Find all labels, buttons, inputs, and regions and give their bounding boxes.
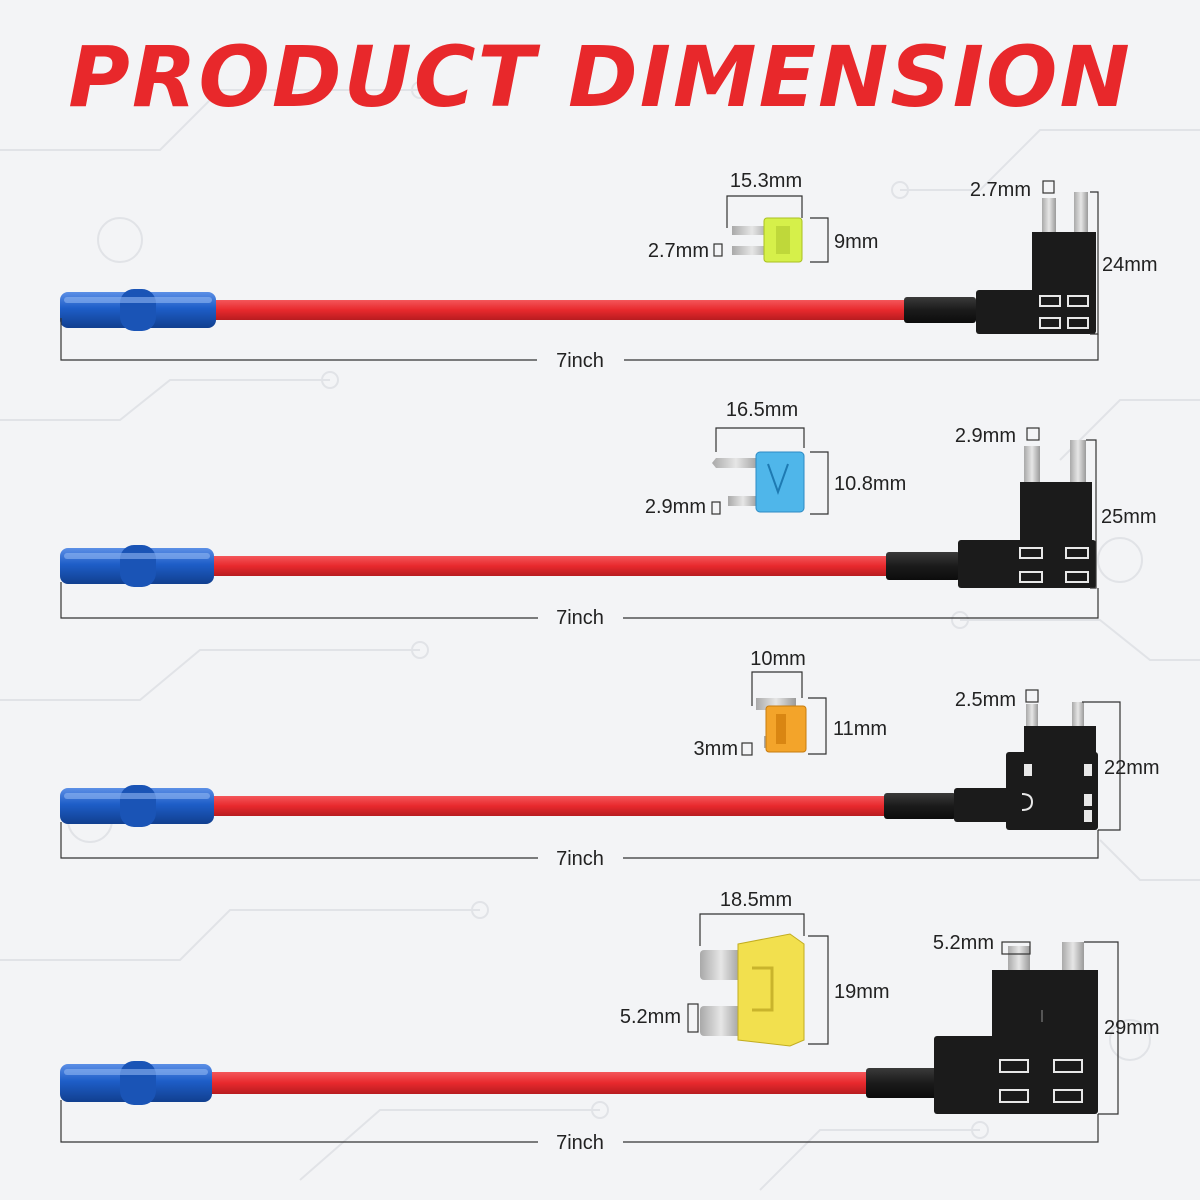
fuse-micro3 [756,698,807,753]
red-wire [212,556,890,576]
blue-butt-terminal [60,289,216,331]
holder-blade-marker [1001,941,1031,955]
fuse-height-label: 10.8mm [834,473,906,495]
holder-blade-label: 2.7mm [970,179,1031,201]
cable-assembly [60,785,956,827]
fuse-width-bracket [715,427,805,452]
holder-blade-marker [1042,180,1055,194]
length-bracket-right [624,334,1099,361]
fuse-height-bracket [810,451,829,515]
fuse-blade-label: 3mm [694,738,738,760]
fuse-blade-label: 5.2mm [620,1006,681,1028]
holder-blade-marker [1026,427,1040,441]
red-wire [214,300,908,320]
holder-height-bracket [1086,439,1097,589]
fuse-holder [934,942,1098,1114]
fuse-height-bracket [808,935,829,1045]
length-bracket [60,1100,538,1143]
row-mini: 16.5mm 10.8mm 2.9mm 2.9mm 25mm 7inch [60,399,1157,629]
holder-height-bracket [1084,941,1119,1115]
fuse-holder [976,192,1096,334]
fuse-width-bracket [726,195,803,228]
heat-shrink [904,297,976,323]
holder-height-bracket [1090,191,1099,335]
length-label: 7inch [556,848,604,870]
fuse-blade-label: 2.7mm [648,240,709,262]
fuse-height-bracket [808,697,827,755]
fuse-width-bracket [699,913,805,946]
length-bracket [60,318,537,361]
holder-blade-label: 5.2mm [933,932,994,954]
fuse-micro2 [732,217,803,263]
length-bracket [60,582,538,619]
blue-butt-terminal [60,785,214,827]
cable-assembly [60,1061,942,1105]
holder-height-label: 25mm [1101,506,1157,528]
cable-assembly [60,289,976,331]
holder-height-bracket [1082,701,1121,831]
red-wire [210,1072,870,1094]
length-label: 7inch [556,350,604,372]
fuse-blade-marker [687,1003,699,1033]
length-bracket [60,822,538,859]
fuse-blade-marker [713,243,723,257]
red-wire [212,796,886,816]
page-title: PRODUCT DIMENSION [68,28,1132,126]
fuse-width-label: 10mm [750,648,806,670]
fuse-width-label: 18.5mm [720,889,792,911]
fuse-mini [712,451,805,513]
blue-butt-terminal [60,545,214,587]
heat-shrink [884,793,956,819]
row-micro2: 15.3mm 9mm 2.7mm 2.7mm 24mm 7inch [60,170,1158,372]
length-bracket-right [623,830,1099,859]
holder-height-label: 22mm [1104,757,1160,779]
holder-blade-label: 2.9mm [955,425,1016,447]
fuse-standard [700,933,805,1047]
cable-assembly [60,545,960,587]
row-micro3: 10mm 11mm 3mm 2.5mm 22mm 7inch [60,648,1160,870]
fuse-blade-marker [741,742,753,756]
length-label: 7inch [556,1132,604,1154]
fuse-height-label: 9mm [834,231,878,253]
fuse-height-bracket [810,217,829,263]
holder-blade-marker [1025,689,1039,703]
heat-shrink [866,1068,942,1098]
heat-shrink [886,552,960,580]
blue-butt-terminal [60,1061,212,1105]
fuse-holder [958,440,1096,588]
holder-blade-label: 2.5mm [955,689,1016,711]
fuse-width-label: 15.3mm [730,170,802,192]
holder-height-label: 24mm [1102,254,1158,276]
length-bracket-right [623,588,1099,619]
fuse-blade-marker [711,501,721,515]
fuse-holder [954,702,1098,830]
length-bracket-right [623,1114,1099,1143]
length-label: 7inch [556,607,604,629]
fuse-height-label: 11mm [833,718,887,740]
fuse-width-label: 16.5mm [726,399,798,421]
fuse-width-bracket [751,671,803,706]
row-standard: 18.5mm 19mm 5.2mm 5.2mm 29mm 7inch [60,889,1160,1154]
fuse-blade-label: 2.9mm [645,496,706,518]
fuse-height-label: 19mm [834,981,890,1003]
holder-height-label: 29mm [1104,1017,1160,1039]
